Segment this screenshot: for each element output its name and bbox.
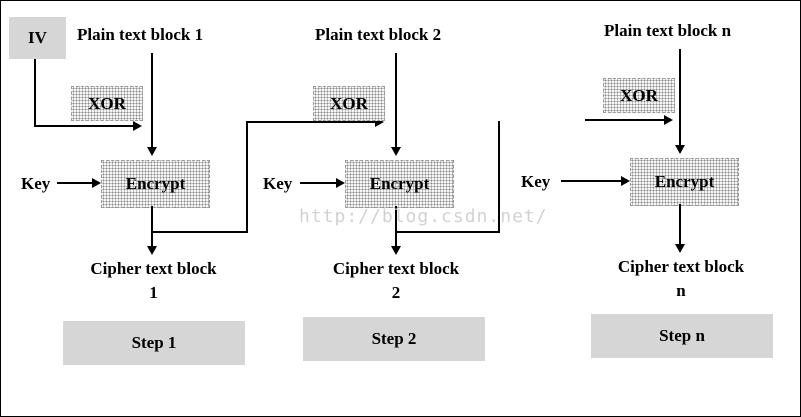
- chain1-to-xor2-hline: [246, 121, 376, 123]
- step-2-box: Step 2: [303, 317, 485, 361]
- plain2-to-encrypt2-line: [395, 53, 397, 149]
- key2-arrow-line: [300, 182, 338, 184]
- encrypt2-output-line: [395, 206, 397, 248]
- chain1-arrowhead-icon: [375, 117, 384, 127]
- step-1-box: Step 1: [63, 321, 245, 365]
- cipher-text-block-n-label: Cipher text block n: [617, 257, 745, 300]
- xor-box-2: XOR: [313, 86, 385, 121]
- key-label-1: Key: [21, 174, 51, 193]
- encrypt1-output-line: [151, 206, 153, 248]
- cipher-text-block-2-label: Cipher text block 2: [332, 259, 460, 302]
- encrypt1-output-arrowhead-icon: [147, 246, 157, 255]
- iv-chain-vline: [34, 59, 36, 127]
- plain-n-to-encrypt-n-line: [679, 49, 681, 147]
- iv-box: IV: [9, 17, 66, 59]
- step-n-box: Step n: [591, 314, 773, 358]
- iv-chain-arrowhead-icon: [133, 121, 142, 131]
- key-n-arrow-line: [561, 180, 623, 182]
- chain2-vline: [498, 121, 500, 233]
- xor-label-1: XOR: [88, 93, 126, 113]
- chain1-branch-hline: [151, 231, 248, 233]
- encrypt-box-2: Encrypt: [345, 160, 454, 208]
- xor-box-1: XOR: [71, 86, 143, 121]
- iv-label: IV: [28, 28, 47, 47]
- xor-box-n: XOR: [603, 78, 675, 113]
- iv-chain-hline: [34, 125, 134, 127]
- key2-arrowhead-icon: [336, 178, 345, 188]
- plain-n-arrowhead-icon: [675, 145, 685, 154]
- chain1-vline: [246, 121, 248, 233]
- chain-n-arrowhead-icon: [664, 115, 673, 125]
- plain2-arrowhead-icon: [391, 147, 401, 156]
- key1-arrow-line: [57, 182, 93, 184]
- watermark-text: http://blog.csdn.net/: [299, 206, 548, 227]
- encrypt2-output-arrowhead-icon: [391, 246, 401, 255]
- encrypt-label-2: Encrypt: [369, 174, 430, 193]
- encrypt-label-n: Encrypt: [654, 172, 715, 191]
- encrypt-n-output-line: [679, 204, 681, 246]
- encrypt-label-1: Encrypt: [125, 174, 186, 193]
- chain-n-input-hline: [585, 119, 665, 121]
- step-1-label: Step 1: [131, 333, 177, 352]
- encrypt-n-output-arrowhead-icon: [675, 244, 685, 253]
- plain-text-block-n-label: Plain text block n: [604, 21, 732, 40]
- plain1-to-encrypt1-line: [151, 53, 153, 149]
- cipher-text-block-1-label: Cipher text block 1: [90, 259, 217, 302]
- encrypt-box-n: Encrypt: [630, 158, 739, 206]
- key1-arrowhead-icon: [92, 178, 101, 188]
- xor-label-n: XOR: [620, 85, 658, 105]
- encrypt-box-1: Encrypt: [101, 160, 210, 208]
- key-n-arrowhead-icon: [621, 176, 630, 186]
- xor-label-2: XOR: [330, 93, 368, 113]
- key-label-2: Key: [263, 174, 293, 193]
- chain2-branch-hline: [395, 231, 500, 233]
- key-label-n: Key: [521, 172, 551, 191]
- plain1-arrowhead-icon: [147, 147, 157, 156]
- plain-text-block-1-label: Plain text block 1: [77, 25, 204, 44]
- step-n-label: Step n: [659, 326, 705, 345]
- step-2-label: Step 2: [371, 329, 417, 348]
- plain-text-block-2-label: Plain text block 2: [315, 25, 442, 44]
